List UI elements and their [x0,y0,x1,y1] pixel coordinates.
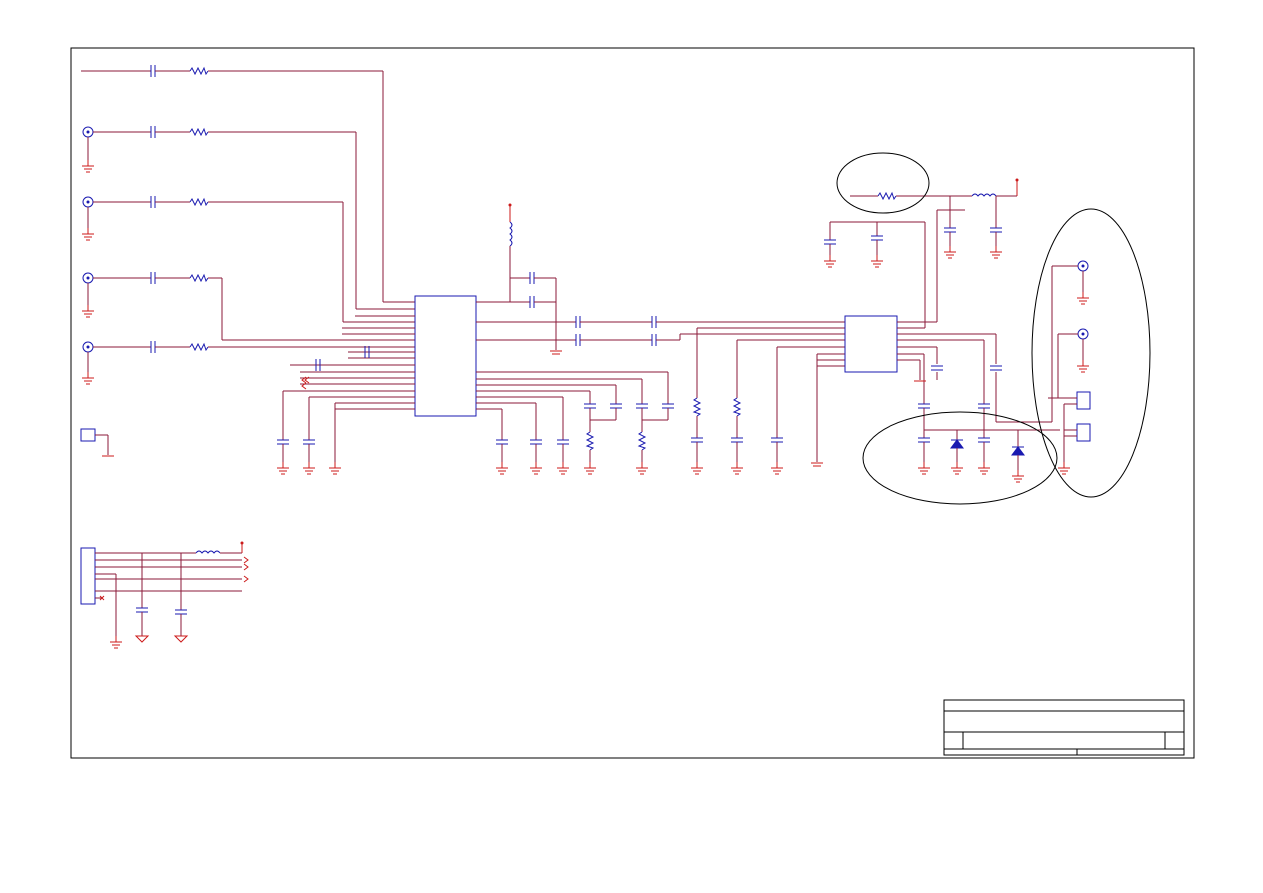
screw-terminal-icon [1076,423,1091,442]
header-connector [80,541,249,649]
highlight-ellipse-resistor [836,152,930,214]
input-channel-1 [81,64,415,303]
rca-jack-icon [82,341,94,353]
input-channel-2 [81,125,415,310]
output-ic [844,315,898,373]
output-connectors [995,260,1091,475]
input-ic [414,295,477,417]
input-ic-right-wires [476,203,845,475]
highlight-ellipse-outputs [1031,208,1151,498]
input-channel-4 [81,271,415,341]
input-channel-5 [81,340,415,385]
title-block [943,699,1185,756]
rca-jack-icon [82,196,94,208]
power-supply-section [823,178,1019,329]
diode-icon [1011,446,1025,456]
input-channel-3 [81,195,415,323]
rca-jack-icon [1077,328,1089,340]
diode-icon [950,439,964,449]
highlight-ellipse-diodes [862,411,1058,505]
input-ic-pin-wires [276,315,415,475]
output-ic-right-wires [897,333,1060,483]
sheet-border [70,47,1195,759]
rca-jack-icon [1077,260,1089,272]
rca-jack-icon [82,272,94,284]
screw-terminal-icon [1076,391,1091,410]
ground-terminal [80,428,114,457]
rca-jack-icon [82,126,94,138]
mid-filter-network [679,327,845,475]
